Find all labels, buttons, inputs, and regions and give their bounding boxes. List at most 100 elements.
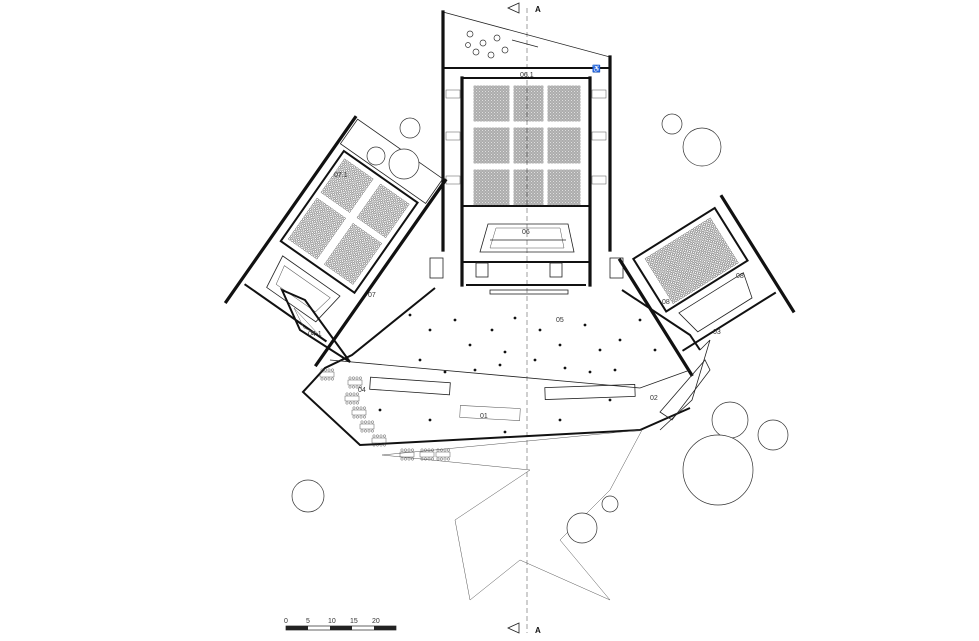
seat [565, 133, 569, 137]
seat [537, 172, 541, 176]
lobby-chair [320, 377, 324, 381]
seat [666, 268, 670, 273]
seat [308, 207, 313, 212]
seat [494, 136, 498, 140]
seat [363, 187, 367, 191]
seat [540, 196, 544, 200]
seat [571, 85, 575, 89]
seat [516, 109, 520, 113]
seat [314, 251, 318, 256]
seat [553, 94, 557, 98]
seat [305, 238, 309, 242]
seat [500, 136, 504, 140]
seat [366, 248, 371, 252]
seat [705, 219, 710, 223]
seat [337, 224, 341, 228]
seat [733, 258, 738, 262]
seat [328, 195, 332, 199]
seat [722, 240, 726, 244]
seat [335, 256, 340, 260]
seat [503, 178, 507, 182]
seat [294, 238, 299, 242]
seat [506, 190, 510, 194]
seat [700, 278, 704, 283]
seat [378, 205, 382, 209]
seat [715, 262, 719, 267]
seat [528, 136, 532, 140]
seat [482, 169, 486, 173]
seat [559, 139, 563, 143]
seat [321, 242, 325, 246]
seat [562, 94, 566, 98]
lobby-chair [327, 368, 331, 372]
seat [500, 91, 504, 95]
seat [479, 184, 483, 188]
seat [655, 275, 660, 279]
seat [695, 264, 699, 268]
seat [312, 239, 316, 243]
seat [353, 268, 357, 272]
seat [345, 196, 349, 201]
seat [675, 284, 679, 288]
seat [494, 106, 498, 110]
seat [556, 91, 560, 95]
seat [577, 181, 581, 185]
seat [306, 210, 311, 214]
seat [330, 233, 334, 238]
seat [395, 217, 400, 221]
seat [685, 242, 689, 247]
seat [497, 202, 501, 206]
seat [667, 260, 672, 264]
seat [476, 202, 480, 206]
seat [531, 136, 535, 140]
seat [732, 262, 737, 266]
seat [391, 218, 396, 222]
seat [343, 173, 347, 177]
seat [691, 263, 695, 268]
seat [351, 193, 355, 198]
seat [550, 139, 554, 143]
lobby-chair [376, 434, 379, 438]
seat [506, 193, 510, 197]
seat [500, 157, 504, 161]
seat [562, 118, 566, 122]
seat [500, 193, 504, 197]
seat [568, 130, 572, 134]
seat [574, 151, 578, 155]
seat [571, 88, 575, 92]
seat [666, 264, 671, 268]
seat [330, 263, 335, 267]
seat [332, 231, 336, 235]
seat [513, 154, 517, 158]
seat [547, 118, 551, 122]
seat [313, 232, 317, 237]
seat [714, 273, 719, 277]
seat [317, 247, 322, 251]
seat [553, 178, 557, 182]
seat [519, 130, 523, 134]
seat [482, 100, 486, 104]
seat [359, 177, 363, 181]
seat [300, 245, 304, 250]
seat [528, 178, 532, 182]
seat [476, 160, 480, 164]
seat [479, 85, 483, 89]
seat [693, 244, 697, 248]
seat [348, 253, 352, 258]
seat [314, 204, 318, 208]
seat [571, 172, 575, 176]
seat [503, 172, 507, 176]
right-hall-08 [617, 194, 796, 377]
seat [503, 139, 507, 143]
seat [339, 251, 343, 255]
seat [491, 112, 495, 116]
seat [516, 190, 520, 194]
seat [341, 263, 345, 267]
seat [368, 256, 372, 261]
seat [326, 223, 330, 228]
seat [479, 136, 483, 140]
seat [497, 139, 501, 143]
seat [346, 179, 351, 183]
seat [559, 190, 563, 194]
seat [473, 196, 477, 200]
